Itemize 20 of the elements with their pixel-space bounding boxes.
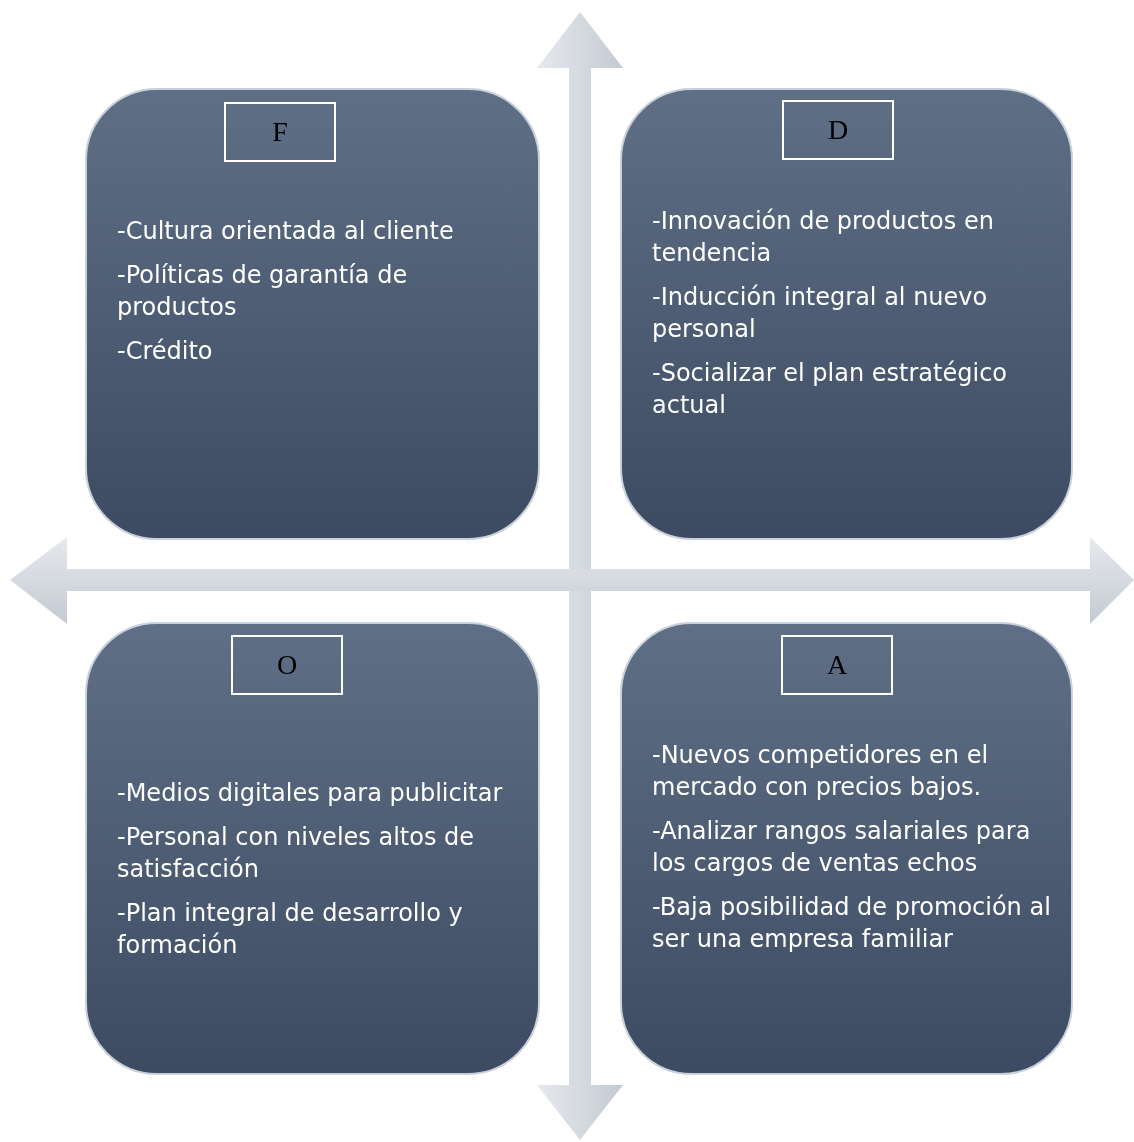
quadrant-card [620, 622, 1073, 1075]
list-item: -Plan integral de desarrollo y formación [117, 898, 464, 961]
quadrant-label: F [224, 102, 336, 162]
quadrant-label: D [782, 100, 894, 160]
quadrant-card [85, 622, 540, 1075]
list-item: -Baja posibilidad de promoción al ser una empresa familiar [652, 892, 1052, 955]
list-item: -Crédito [117, 336, 214, 367]
list-item: -Políticas de garantía de productos [117, 260, 409, 323]
list-item: -Inducción integral al nuevo personal [652, 282, 989, 345]
list-item: -Cultura orientada al cliente [117, 216, 455, 247]
list-item: -Socializar el plan estratégico actual [652, 358, 1008, 421]
quadrant-card [620, 88, 1073, 540]
quadrant-label: O [231, 635, 343, 695]
list-item: -Analizar rangos salariales para los cargos de ventas echos [652, 816, 1032, 879]
quadrant-card [85, 88, 540, 540]
list-item: -Innovación de productos en tendencia [652, 206, 995, 269]
list-item: -Personal con niveles altos de satisfacción [117, 822, 476, 885]
quadrant-label: A [781, 635, 893, 695]
list-item: -Medios digitales para publicitar [117, 778, 504, 809]
list-item: -Nuevos competidores en el mercado con precios bajos. [652, 740, 990, 803]
